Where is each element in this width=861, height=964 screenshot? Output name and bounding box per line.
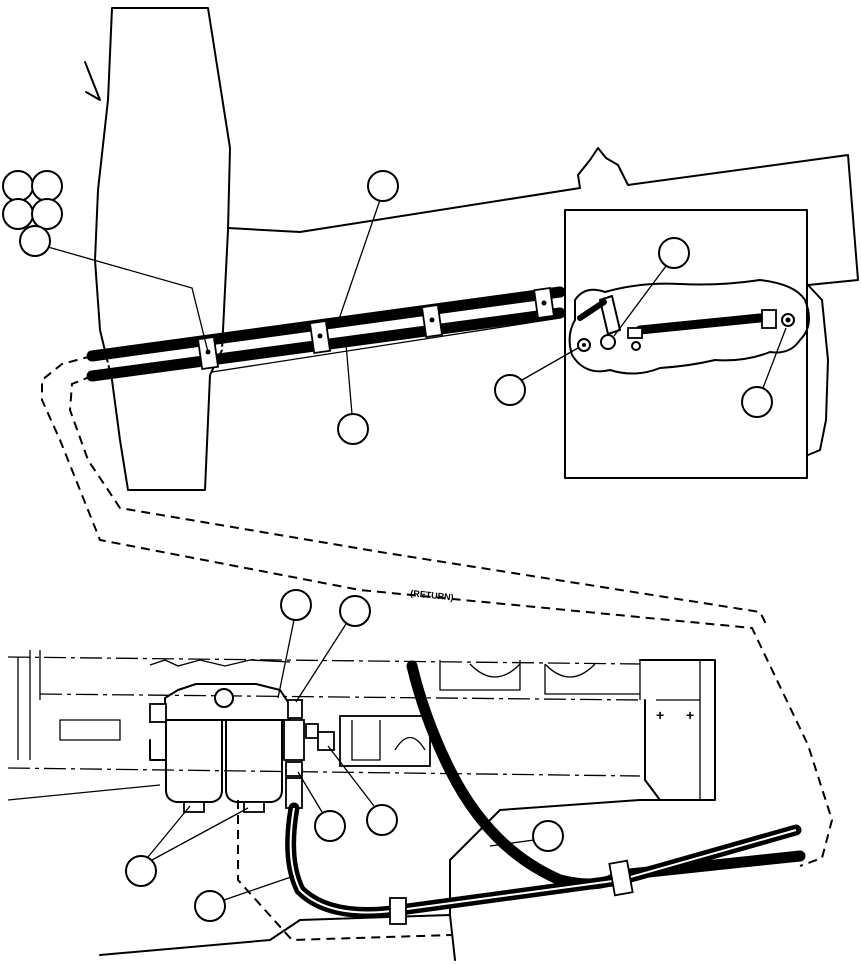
detail-hose-end [761,309,777,329]
lower-crossmember [449,799,661,916]
callout-circle [741,386,773,418]
callout-leader [277,619,295,699]
hose-clamp [389,897,407,925]
bottom-hose-return [406,660,806,890]
detail-fitting-left [599,295,621,335]
chassis-lower-edge [211,317,561,373]
frame-lower-edge [7,784,161,801]
engine-bay [439,660,521,691]
detail-fitting-port [600,334,616,350]
filter-port-block [283,719,305,761]
callout-circle [2,170,34,202]
right-bracket [639,659,716,801]
callout-circle [494,374,526,406]
callout-leader [762,327,787,389]
frame-rail-mid [39,693,641,701]
callout-circle [280,589,312,621]
detail-inset [564,209,808,479]
detail-hose [635,313,765,335]
callout-circle [2,198,34,230]
callout-circle [337,413,369,445]
callout-leader [223,875,295,901]
frame-rail-top [7,656,641,665]
fuel-filter-left [165,719,223,813]
engine-block [149,659,291,667]
filter-outlet-fitting [287,699,303,719]
frame-upright [94,7,231,491]
callout-circle [314,810,346,842]
detail-cutaway-outline [568,279,810,375]
return-line-inner [68,375,769,629]
callout-circle [658,237,690,269]
valve-body [317,731,335,751]
fuel-pump [339,715,431,767]
return-label: (RETURN) [410,588,454,602]
callout-circle [194,890,226,922]
return-line-outer [41,355,834,867]
engine-bracket [59,719,121,741]
chassis-right-edge [807,284,829,456]
return-line: (RETURN) [41,355,834,867]
frame-upright-notch [84,61,101,101]
hose-clamp [308,320,332,354]
callout-leader [295,623,347,703]
detail-fitting-nut [627,327,643,339]
hose-clamp [196,336,220,370]
fuel-filter-right [225,719,283,813]
lower-frame-outline [99,914,456,961]
callout-leader [337,199,381,323]
return-line-lower [237,800,453,942]
callout-leader [147,805,249,861]
callout-leader [489,839,535,847]
svg-text:+: + [686,707,694,723]
hose-clamp [533,287,555,319]
frame-rail-verticals [17,650,641,760]
svg-text:+: + [656,707,664,723]
callout-circle [367,170,399,202]
bottom-view: + + [7,589,806,961]
callout-leader [521,347,579,381]
callout-circle [125,855,157,887]
callout-circle [19,225,51,257]
frame-rail-low [7,767,641,777]
callout-circle [532,820,564,852]
hose-clamp [420,304,444,338]
callout-leader [297,771,323,813]
hose-clamp [608,859,634,897]
callout-leader [47,246,209,353]
fuel-filter-head [149,683,291,761]
callout-leader [613,265,667,337]
callout-leader [327,745,375,807]
callout-circle [366,804,398,836]
valve-stem [305,723,319,739]
callout-circle [339,595,371,627]
callout-circle [31,170,63,202]
chassis-outline [227,147,859,286]
callout-circle [31,198,63,230]
top-view [2,7,859,491]
callout-leader [345,343,353,415]
